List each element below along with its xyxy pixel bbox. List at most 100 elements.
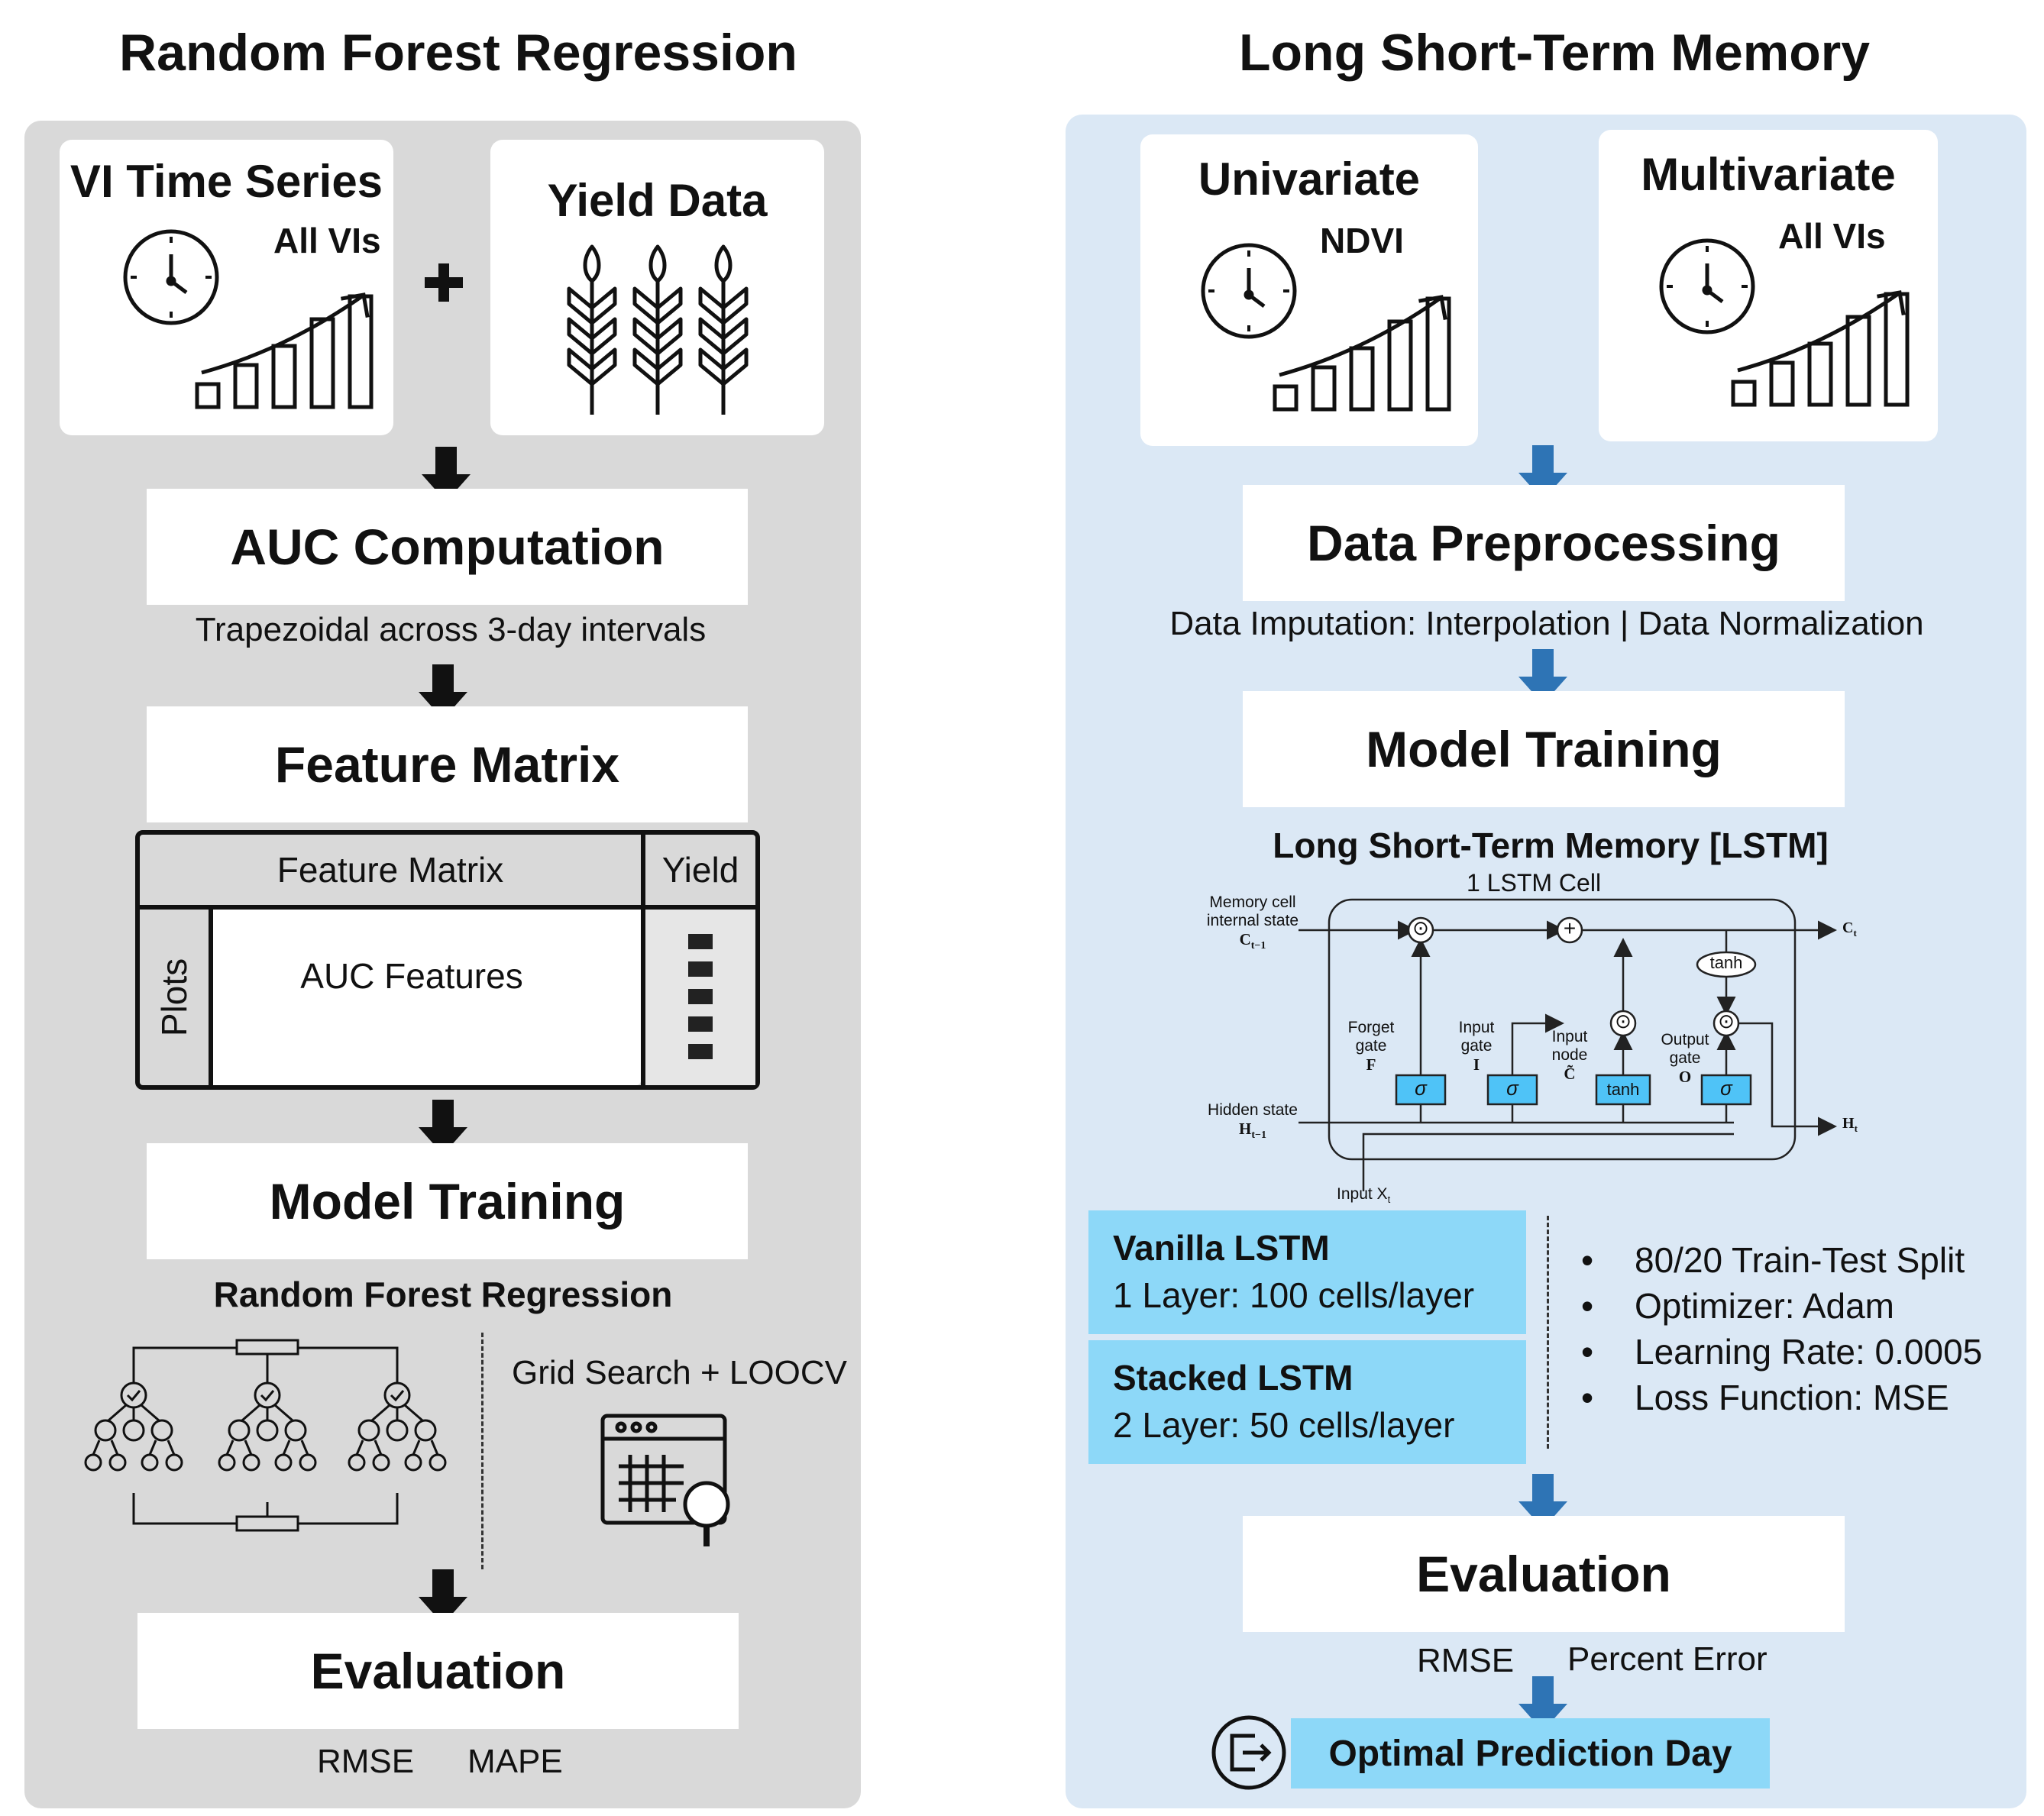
plots-label-cell: Plots xyxy=(140,910,209,1085)
yield-marker xyxy=(688,961,713,977)
bullet-item: 80/20 Train-Test Split xyxy=(1558,1237,1982,1283)
arrow-down-icon xyxy=(422,447,471,502)
feature-matrix-step: Feature Matrix xyxy=(147,706,748,822)
optimal-prediction-day-box: Optimal Prediction Day xyxy=(1291,1718,1770,1789)
multiply-symbol: ⊙ xyxy=(1412,916,1429,939)
yield-header: Yield xyxy=(661,850,739,890)
arrow-down-icon xyxy=(1518,1474,1567,1529)
vi-time-series-card: VI Time Series All VIs xyxy=(60,140,393,435)
vanilla-lstm-title: Vanilla LSTM xyxy=(1113,1228,1330,1268)
stacked-lstm-desc: 2 Layer: 50 cells/layer xyxy=(1113,1405,1455,1445)
memory-label-line2: internal state xyxy=(1206,912,1299,929)
feature-matrix-header: Feature Matrix xyxy=(277,850,504,890)
yield-marker xyxy=(688,1016,713,1032)
decision-tree-icon xyxy=(84,1339,447,1532)
vi-tag: All VIs xyxy=(273,221,381,260)
clock-icon xyxy=(1659,238,1755,334)
yield-column xyxy=(645,910,755,1085)
plus-icon xyxy=(425,263,463,302)
arrow-down-icon xyxy=(1518,649,1567,704)
bullet-item: Learning Rate: 0.0005 xyxy=(1558,1329,1982,1375)
data-preprocessing-label: Data Preprocessing xyxy=(1307,515,1780,571)
wheat-icon xyxy=(567,244,749,415)
growth-chart-icon xyxy=(123,229,374,409)
rf-model-training-label: Model Training xyxy=(269,1173,626,1230)
yield-marker xyxy=(688,989,713,1004)
output-h-label: Ht xyxy=(1842,1115,1858,1134)
rf-metric-rmse: RMSE xyxy=(317,1743,415,1780)
stacked-lstm-box: Stacked LSTM 2 Layer: 50 cells/layer xyxy=(1088,1340,1526,1464)
lstm-metric-percent-error: Percent Error xyxy=(1567,1640,1767,1678)
lstm-metric-rmse: RMSE xyxy=(1417,1642,1515,1679)
auc-features-label: AUC Features xyxy=(300,956,523,996)
clock-icon xyxy=(123,229,219,325)
hidden-state-label: Hidden state Ht−1 xyxy=(1199,1101,1306,1145)
growth-chart-icon xyxy=(1659,238,1910,407)
output-c-label: Ct xyxy=(1842,919,1857,939)
growth-chart-icon xyxy=(1201,243,1451,412)
bullet-item: Loss Function: MSE xyxy=(1558,1375,1982,1420)
arrow-down-icon xyxy=(419,1569,467,1624)
feature-matrix-table: Feature Matrix Yield Plots AUC Features xyxy=(135,830,760,1090)
grid-search-label: Grid Search + LOOCV xyxy=(512,1354,847,1391)
stacked-lstm-title: Stacked LSTM xyxy=(1113,1358,1354,1398)
yield-marker xyxy=(688,1044,713,1059)
yield-data-card: Yield Data xyxy=(490,140,824,435)
sigma-symbol: σ xyxy=(1720,1077,1732,1100)
clock-icon xyxy=(1201,243,1297,339)
grid-search-icon xyxy=(600,1414,730,1546)
rf-evaluation-step: Evaluation xyxy=(137,1613,739,1729)
auc-note: Trapezoidal across 3-day intervals xyxy=(195,611,707,648)
hidden-symbol: Ht−1 xyxy=(1239,1120,1266,1142)
data-preprocessing-step: Data Preprocessing xyxy=(1243,485,1845,601)
hidden-label-line: Hidden state xyxy=(1208,1101,1298,1119)
tanh-symbol: tanh xyxy=(1606,1080,1640,1099)
lstm-cell-diagram: 1 LSTM Cell xyxy=(1199,869,1887,1207)
univariate-title: Univariate xyxy=(1198,153,1421,205)
optimal-prediction-day-label: Optimal Prediction Day xyxy=(1328,1733,1732,1774)
memory-label-line1: Memory cell xyxy=(1209,893,1296,911)
sigma-symbol: σ xyxy=(1415,1077,1427,1100)
lstm-model-training-label: Model Training xyxy=(1366,721,1722,777)
multivariate-card: Multivariate All VIs xyxy=(1599,130,1938,441)
plus-symbol: + xyxy=(1563,916,1577,940)
auc-computation-label: AUC Computation xyxy=(230,519,665,575)
auc-features-cell: AUC Features xyxy=(213,910,641,1085)
lstm-cell-caption: 1 LSTM Cell xyxy=(1467,869,1602,897)
rf-metric-mape: MAPE xyxy=(467,1743,563,1780)
multiply-symbol: ⊙ xyxy=(1615,1010,1632,1032)
arrow-down-icon xyxy=(1518,1676,1567,1731)
feature-matrix-label: Feature Matrix xyxy=(274,736,620,793)
input-x-label: Input Xt xyxy=(1337,1185,1391,1206)
rf-evaluation-label: Evaluation xyxy=(310,1643,566,1699)
vi-time-series-title: VI Time Series xyxy=(70,156,383,207)
univariate-tag: NDVI xyxy=(1320,221,1404,260)
multiply-symbol: ⊙ xyxy=(1718,1010,1735,1032)
training-settings-list: 80/20 Train-Test Split Optimizer: Adam L… xyxy=(1558,1237,1982,1420)
lstm-subtitle: Long Short-Term Memory [LSTM] xyxy=(1273,826,1829,865)
dashed-divider xyxy=(481,1333,484,1569)
lstm-evaluation-step: Evaluation xyxy=(1243,1516,1845,1632)
multivariate-title: Multivariate xyxy=(1641,149,1896,200)
dashed-divider xyxy=(1547,1216,1549,1449)
memory-cell-label: Memory cell internal state Ct−1 xyxy=(1199,893,1306,955)
plots-label: Plots xyxy=(154,958,195,1037)
arrow-down-icon xyxy=(419,664,467,719)
export-icon xyxy=(1211,1715,1286,1790)
rf-title: Random Forest Regression xyxy=(119,24,797,82)
lstm-title: Long Short-Term Memory xyxy=(1238,24,1871,82)
vanilla-lstm-box: Vanilla LSTM 1 Layer: 100 cells/layer xyxy=(1088,1210,1526,1334)
yield-data-title: Yield Data xyxy=(547,175,768,226)
multivariate-tag: All VIs xyxy=(1778,216,1886,256)
memory-symbol: Ct−1 xyxy=(1239,930,1266,952)
preprocessing-note: Data Imputation: Interpolation | Data No… xyxy=(1169,605,1924,642)
divider xyxy=(641,835,645,1085)
divider xyxy=(209,910,213,1085)
rf-training-subtitle: Random Forest Regression xyxy=(213,1275,673,1314)
sigma-symbol: σ xyxy=(1506,1077,1518,1100)
rf-model-training-step: Model Training xyxy=(147,1143,748,1259)
